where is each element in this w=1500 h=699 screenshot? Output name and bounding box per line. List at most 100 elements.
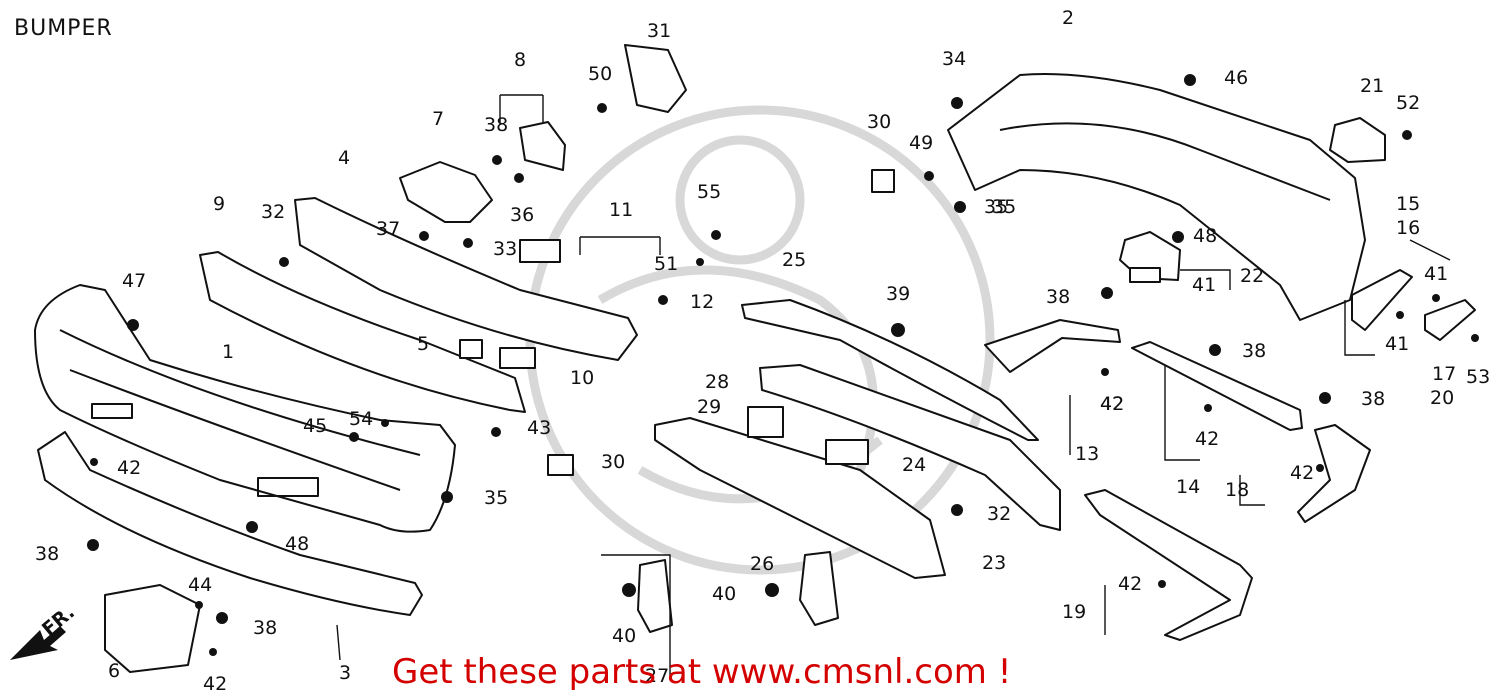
rear-lower-19-part (1084, 489, 1253, 641)
bracket-27-part (637, 559, 673, 633)
callout-40: 40 (712, 583, 736, 605)
callout-52: 52 (1396, 92, 1420, 114)
callout-26: 26 (750, 553, 774, 575)
promo-banner[interactable]: Get these parts at www.cmsnl.com ! (392, 652, 1012, 692)
callout-11: 11 (609, 199, 633, 221)
callout-13: 13 (1075, 443, 1099, 465)
lower-absorber-23-part (654, 417, 946, 579)
callout-38: 38 (1361, 388, 1385, 410)
reflector-16-part (1351, 269, 1413, 331)
pad-5-part (459, 339, 483, 359)
fasteners (87, 74, 1479, 656)
callout-44: 44 (188, 574, 212, 596)
callout-8: 8 (514, 49, 526, 71)
callout-14: 14 (1176, 476, 1200, 498)
callout-20: 20 (1430, 387, 1454, 409)
callout-16: 16 (1396, 217, 1420, 239)
callout-38: 38 (1046, 286, 1070, 308)
callout-12: 12 (690, 291, 714, 313)
callout-49: 49 (909, 132, 933, 154)
callout-45: 45 (303, 415, 327, 437)
front-lower-spoiler-part (37, 431, 423, 616)
callout-39: 39 (886, 283, 910, 305)
callout-43: 43 (527, 417, 551, 439)
callout-48: 48 (1193, 225, 1217, 247)
bracket-7-part (399, 161, 493, 223)
callout-42: 42 (1100, 393, 1124, 415)
callout-4: 4 (338, 147, 350, 169)
callout-42: 42 (1118, 573, 1142, 595)
callout-35: 35 (984, 196, 1008, 218)
pad-10-part (499, 347, 536, 369)
callout-42: 42 (117, 457, 141, 479)
leader-lines (336, 94, 1451, 680)
callout-50: 50 (588, 63, 612, 85)
callout-41: 41 (1424, 263, 1448, 285)
callout-6: 6 (108, 660, 120, 682)
callout-15: 15 (1396, 193, 1420, 215)
callout-18: 18 (1225, 479, 1249, 501)
beam-28-part (759, 364, 1061, 531)
license-bracket-part (104, 584, 201, 673)
callout-9: 9 (213, 193, 225, 215)
callout-2: 2 (1062, 7, 1074, 29)
callout-33: 33 (493, 238, 517, 260)
callout-25: 25 (782, 249, 806, 271)
bracket-8-part (519, 121, 566, 171)
callout-30: 30 (601, 451, 625, 473)
callout-55: 55 (697, 181, 721, 203)
callout-42: 42 (1195, 428, 1219, 450)
callout-23: 23 (982, 552, 1006, 574)
front-beam-part (294, 197, 638, 361)
callout-35: 35 (992, 196, 1016, 218)
callout-35: 35 (484, 487, 508, 509)
beam-25-part (741, 299, 1039, 441)
pad-24-part (825, 439, 869, 465)
callout-40: 40 (612, 625, 636, 647)
callout-38: 38 (484, 114, 508, 136)
callout-37: 37 (376, 218, 400, 240)
callout-22: 22 (1240, 265, 1264, 287)
rear-bumper-cover-part (947, 73, 1366, 321)
callout-38: 38 (35, 543, 59, 565)
callout-21: 21 (1360, 75, 1384, 97)
callout-47: 47 (122, 270, 146, 292)
callout-28: 28 (705, 371, 729, 393)
callout-labels: 1234567891011121314151617181920212223242… (35, 7, 1490, 695)
callout-53: 53 (1466, 366, 1490, 388)
callout-7: 7 (432, 108, 444, 130)
front-arrow-label: FR. (38, 601, 79, 640)
callout-38: 38 (253, 617, 277, 639)
callout-1: 1 (222, 341, 234, 363)
callout-54: 54 (349, 408, 373, 430)
callout-31: 31 (647, 20, 671, 42)
clip-30b-part (871, 169, 895, 193)
callout-17: 17 (1432, 363, 1456, 385)
rear-garnish-13-part (984, 319, 1121, 373)
callout-42: 42 (1100, 393, 1124, 415)
callout-5: 5 (417, 333, 429, 355)
callout-10: 10 (570, 367, 594, 389)
diagram-title: BUMPER (14, 16, 113, 41)
front-arrow-icon (10, 626, 66, 660)
callout-34: 34 (942, 48, 966, 70)
callout-32: 32 (987, 503, 1011, 525)
callout-24: 24 (902, 454, 926, 476)
pad-41-part (1129, 267, 1161, 283)
callout-27: 27 (645, 665, 669, 687)
pad-29-part (747, 406, 784, 438)
callout-42: 42 (203, 673, 227, 695)
connector-11-part (519, 239, 561, 263)
reflector-17-part (1424, 299, 1476, 341)
callout-51: 51 (654, 253, 678, 275)
front-bumper-cover-part (34, 284, 456, 533)
bracket-26-part (799, 551, 839, 626)
clip-30a-part (547, 454, 574, 476)
callout-32: 32 (261, 201, 285, 223)
callout-3: 3 (339, 662, 351, 684)
rear-side-18-part (1297, 424, 1371, 523)
callout-29: 29 (697, 396, 721, 418)
front-absorber-part (199, 251, 526, 413)
callout-30: 30 (867, 111, 891, 133)
